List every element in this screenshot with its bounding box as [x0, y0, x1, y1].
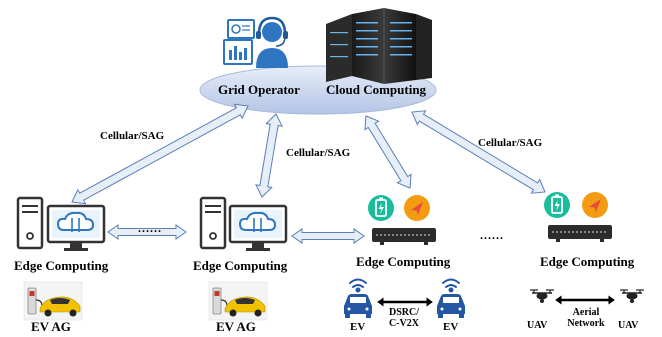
- wifi-icon: [349, 278, 367, 293]
- v2x-arrow: [377, 297, 433, 307]
- ev-ag-label-2: EV AG: [216, 319, 256, 334]
- server-rack-icon: [326, 8, 432, 84]
- edge-router-icon: [548, 225, 612, 242]
- ev-label-right: EV: [443, 321, 459, 333]
- edge-link-arrow-2: [291, 228, 365, 244]
- cloud-monitor-icon: [228, 204, 288, 251]
- edge-router-icon: [372, 228, 436, 245]
- cellular-label-right: Cellular/SAG: [478, 137, 543, 149]
- wifi-icon: [442, 278, 460, 293]
- ev-charging-photo: [23, 281, 83, 321]
- desktop-tower-icon: [199, 196, 227, 250]
- battery-icon: [544, 192, 570, 218]
- operator-headset-icon: [256, 16, 288, 68]
- aerial-network-label: Aerial Network: [560, 307, 612, 329]
- uav-label-right: UAV: [618, 320, 639, 331]
- cellular-arrow-mid: [255, 113, 283, 198]
- navigation-icon: [404, 195, 430, 221]
- ev-car-icon: [344, 294, 372, 318]
- ev-charging-photo: [208, 281, 268, 321]
- drone-icon: [530, 289, 554, 303]
- edge-computing-label-2: Edge Computing: [193, 258, 288, 273]
- ev-ag-label-1: EV AG: [31, 319, 71, 334]
- cellular-label-left: Cellular/SAG: [100, 130, 165, 142]
- cloud-monitor-icon: [46, 204, 106, 251]
- ev-label-left: EV: [350, 321, 366, 333]
- dashboard-monitor-icon: [223, 19, 255, 65]
- ellipsis-2: ......: [480, 228, 504, 242]
- cellular-arrow-right: [411, 110, 546, 194]
- navigation-icon: [582, 192, 608, 218]
- desktop-tower-icon: [16, 196, 44, 250]
- link-arrows: [71, 103, 615, 307]
- edge-computing-label-3: Edge Computing: [356, 254, 451, 269]
- aerial-arrow: [555, 295, 615, 305]
- edge-computing-label-4: Edge Computing: [540, 254, 635, 269]
- uav-label-left: UAV: [527, 320, 548, 331]
- cellular-label-mid: Cellular/SAG: [286, 147, 351, 159]
- edge-link-arrow-1: [107, 224, 187, 240]
- aerial-line1: Aerial: [572, 307, 600, 318]
- cellular-arrow-left: [71, 103, 249, 205]
- grid-operator-label: Grid Operator: [218, 82, 300, 97]
- dsrc-line1: DSRC/: [388, 307, 419, 318]
- dsrc-label: DSRC/ C-V2X: [378, 307, 430, 329]
- drone-icon: [620, 289, 644, 303]
- battery-icon: [368, 195, 394, 221]
- cellular-arrow-cloud: [364, 115, 412, 189]
- dsrc-line2: C-V2X: [389, 318, 419, 329]
- ev-car-icon: [437, 294, 465, 318]
- aerial-line2: Network: [567, 318, 605, 329]
- cloud-computing-label: Cloud Computing: [326, 82, 427, 97]
- edge-computing-label-1: Edge Computing: [14, 258, 109, 273]
- ellipsis-1: ......: [138, 221, 162, 235]
